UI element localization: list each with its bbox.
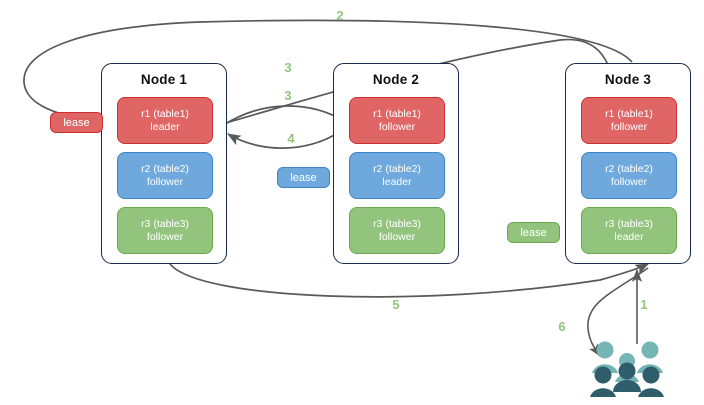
node-1-region-r1-name: r1 (table1) [141,107,189,120]
node-1-region-r1[interactable]: r1 (table1) leader [117,97,213,144]
node-2-region-r1[interactable]: r1 (table1) follower [349,97,445,144]
step-label-2: 2 [336,8,344,23]
node-2-region-r2[interactable]: r2 (table2) leader [349,152,445,199]
step-label-1: 1 [640,297,648,312]
lease-green[interactable]: lease [507,222,560,243]
node-1-region-r2-name: r2 (table2) [141,162,189,175]
node-1-region-r1-role: leader [150,120,180,133]
node-3-region-r1-name: r1 (table1) [605,107,653,120]
node-3-region-r2-name: r2 (table2) [605,162,653,175]
node-2-region-r3-role: follower [378,230,416,243]
step-label-3a: 3 [284,60,292,75]
arrow-step-5 [169,263,649,298]
node-2-region-r3-name: r3 (table3) [373,217,421,230]
node-1-title: Node 1 [140,72,188,87]
node-3-region-r3[interactable]: r3 (table3) leader [581,207,677,254]
step-label-5: 5 [392,297,400,312]
node-1[interactable]: Node 1 r1 (table1) leader r2 (table2) fo… [101,63,227,264]
users-front-row [590,362,664,397]
node-3[interactable]: Node 3 r1 (table1) follower r2 (table2) … [565,63,691,264]
node-3-region-r2-role: follower [610,175,648,188]
node-3-title: Node 3 [604,72,652,87]
step-label-3b: 3 [284,88,292,103]
node-1-region-r3[interactable]: r3 (table3) follower [117,207,213,254]
node-2-region-r3[interactable]: r3 (table3) follower [349,207,445,254]
arrow-step-6 [587,267,649,357]
node-2-region-r2-role: leader [382,175,412,188]
arrow-step-3-upper [221,38,622,125]
node-1-region-r2-role: follower [146,175,184,188]
node-3-region-r3-role: leader [614,230,644,243]
node-1-region-r2[interactable]: r2 (table2) follower [117,152,213,199]
lease-blue[interactable]: lease [277,167,330,188]
node-1-region-r3-role: follower [146,230,184,243]
arrow-step-2 [23,19,633,124]
node-3-region-r2[interactable]: r2 (table2) follower [581,152,677,199]
node-3-region-r3-name: r3 (table3) [605,217,653,230]
node-2-region-r2-name: r2 (table2) [373,162,421,175]
node-3-region-r1[interactable]: r1 (table1) follower [581,97,677,144]
node-2-region-r1-role: follower [378,120,416,133]
node-1-region-r3-name: r3 (table3) [141,217,189,230]
step-label-6: 6 [558,319,566,334]
node-2[interactable]: Node 2 r1 (table1) follower r2 (table2) … [333,63,459,264]
node-2-title: Node 2 [372,72,420,87]
step-label-4: 4 [287,131,295,146]
node-3-region-r1-role: follower [610,120,648,133]
node-2-region-r1-name: r1 (table1) [373,107,421,120]
